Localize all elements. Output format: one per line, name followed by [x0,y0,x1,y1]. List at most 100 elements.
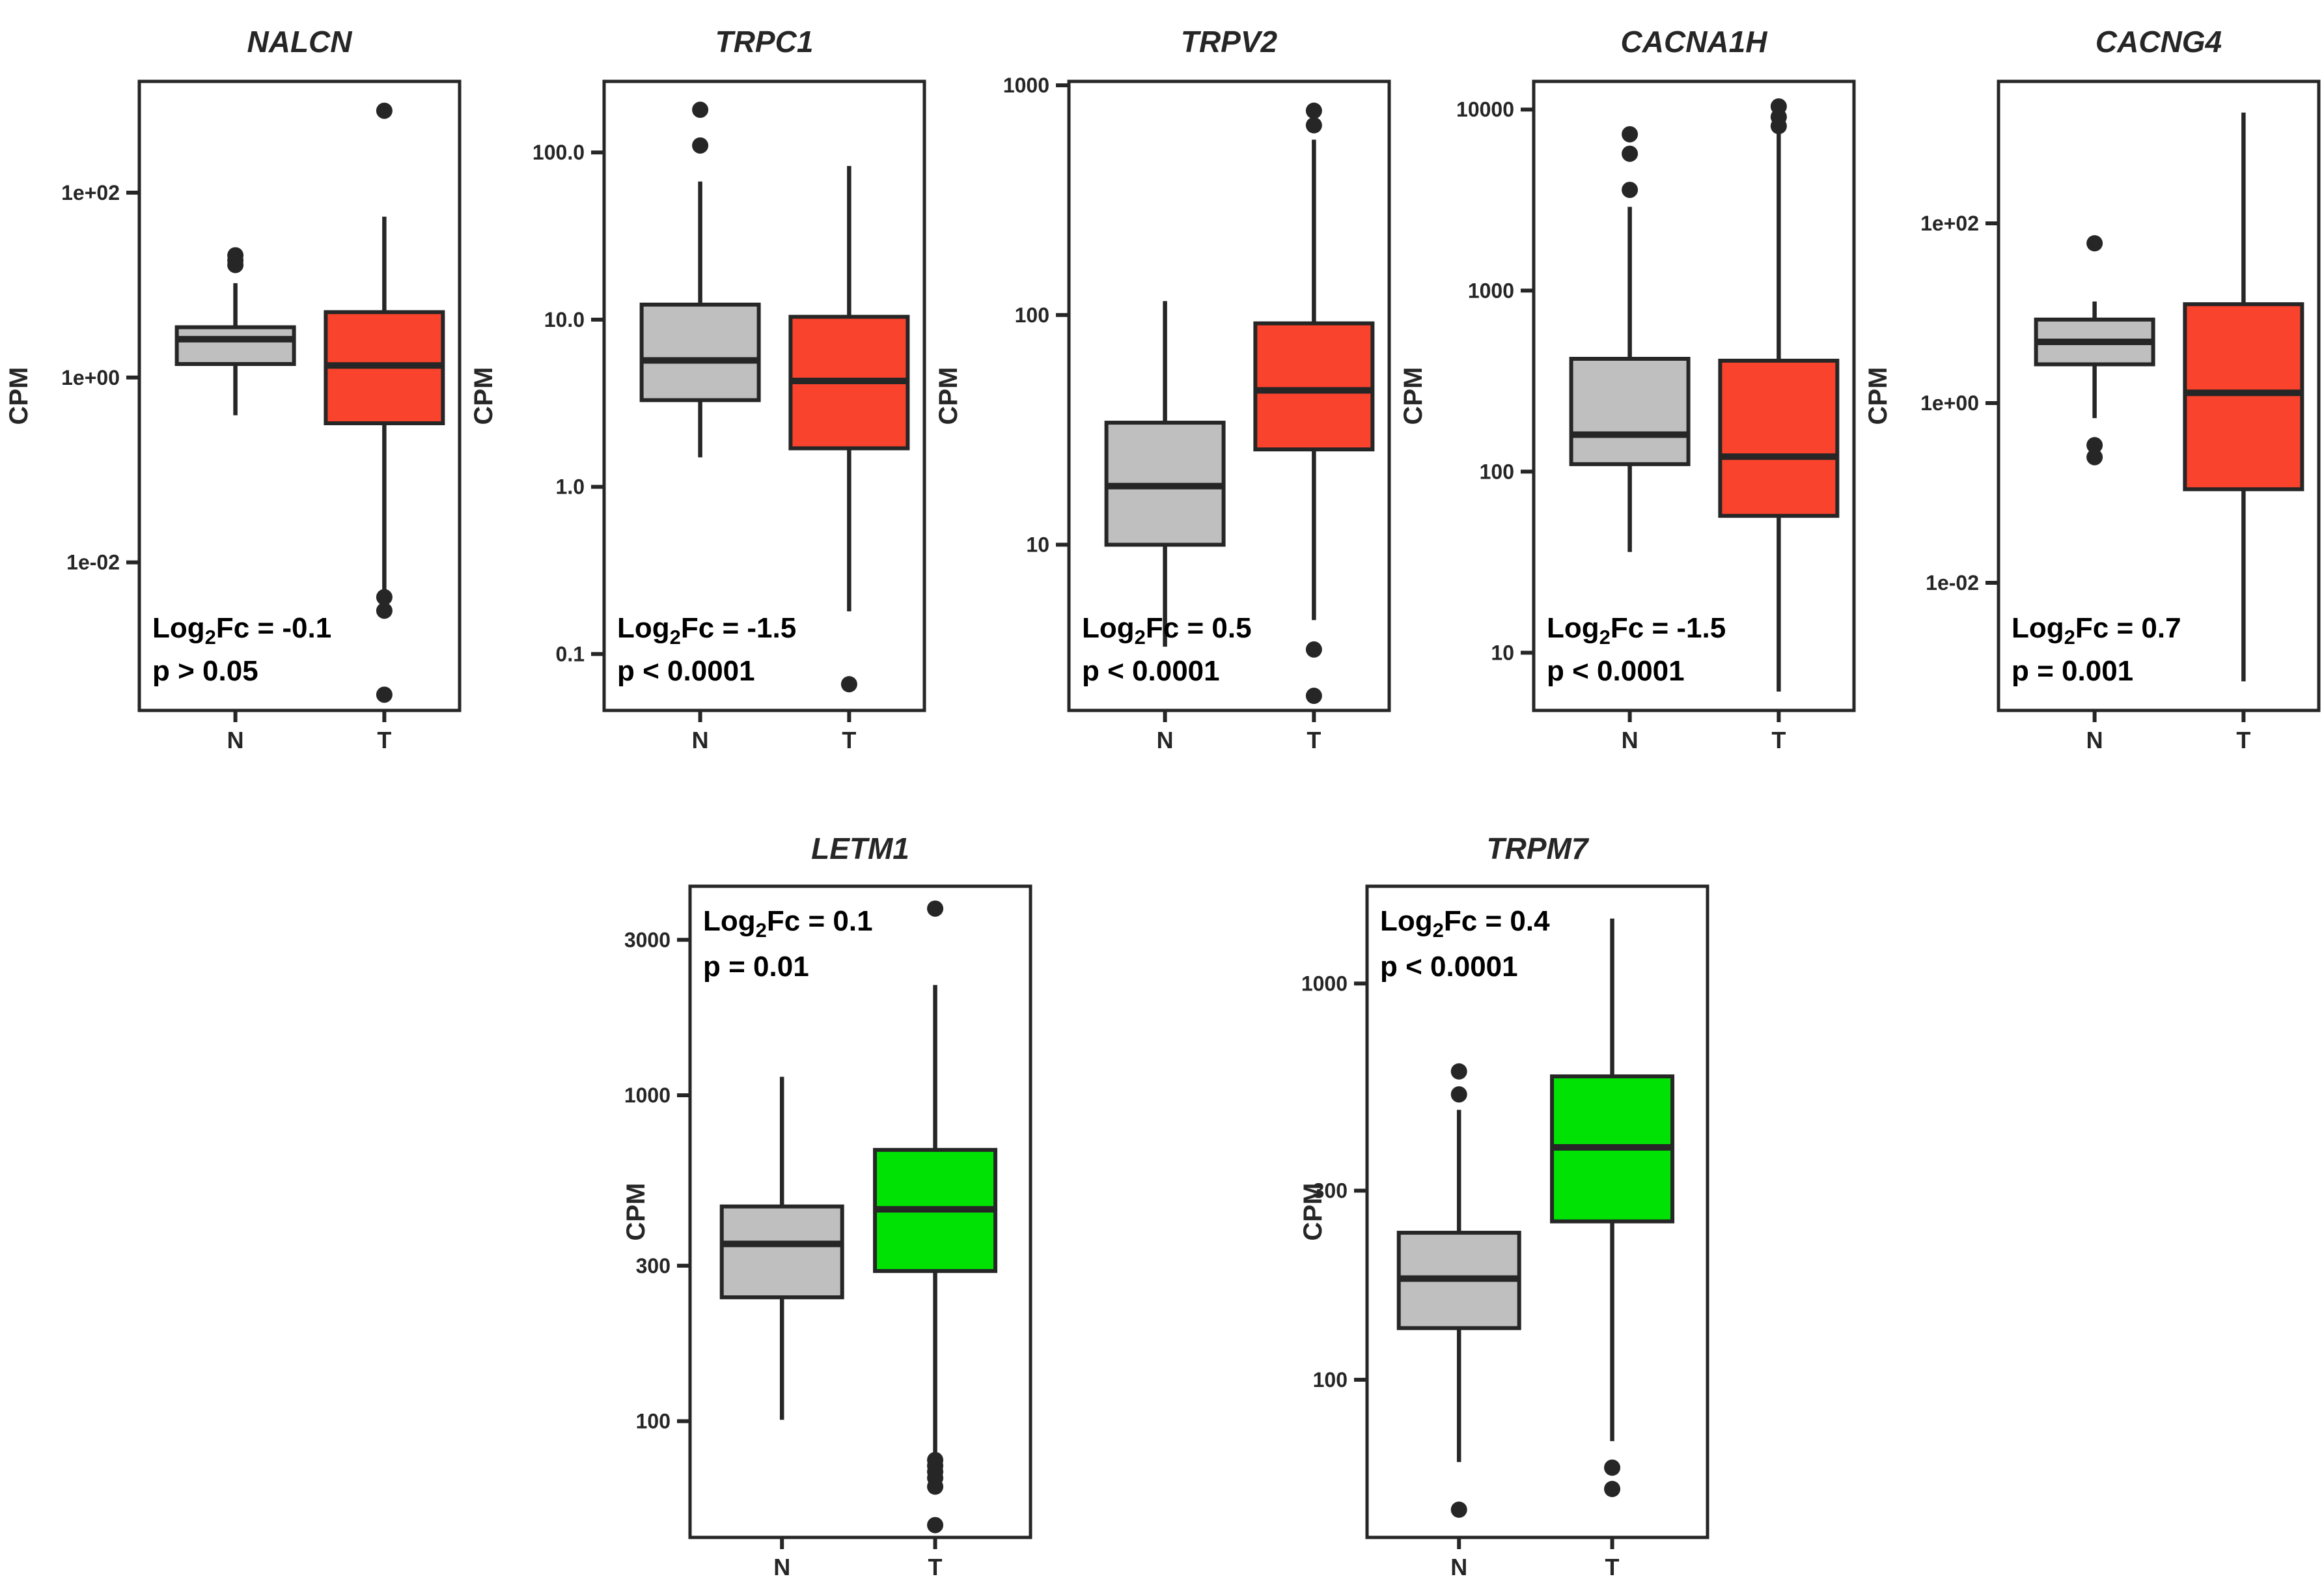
y-tick-label: 100 [1313,1368,1348,1392]
boxplot-T [2183,112,2304,682]
annotation-pvalue: p < 0.0001 [1082,655,1220,687]
boxplot-N [639,102,761,458]
panel-title: CACNG4 [2096,25,2222,59]
y-tick-label: 1.0 [556,475,585,499]
y-axis-label: CPM [5,367,33,425]
x-tick-label: N [773,1554,790,1580]
y-tick-label: 1e-02 [1926,571,1979,595]
panel-title: CACNA1H [1621,25,1768,59]
panel-title: TRPV2 [1181,25,1278,59]
y-tick-label: 1e+00 [61,366,120,389]
outlier-dot [1604,1481,1621,1498]
boxplot-T [788,165,910,693]
y-axis-label: CPM [1864,367,1892,425]
outlier-dot [840,676,857,693]
y-axis-label: CPM [1399,367,1428,425]
outlier-dot [376,602,393,619]
y-tick-label: 1e-02 [66,551,120,574]
outlier-dot [927,900,944,917]
annotation-log2fc: Log2Fc = -1.5 [1547,612,1726,649]
y-tick-label: 1e+02 [1920,212,1979,235]
annotation-log2fc: Log2Fc = -1.5 [617,612,796,649]
y-tick-label: 1000 [1302,972,1348,995]
y-tick-label: 100 [1015,303,1049,327]
outlier-dot [927,1517,944,1534]
y-tick-label: 10 [1491,641,1514,664]
outlier-dot [1622,182,1639,199]
y-tick-label: 3000 [625,928,671,951]
boxplot-N [1396,1063,1521,1518]
iqr-box [1718,358,1840,518]
outlier-dot [376,686,393,703]
x-tick-label: T [1771,727,1786,753]
y-tick-label: 10.0 [544,308,585,331]
y-tick-label: 100 [1480,460,1514,483]
outlier-dot [376,102,393,119]
boxplot-N [174,247,296,415]
outlier-dot [1305,641,1322,658]
panel-title: NALCN [247,25,353,59]
boxplot-T [1550,918,1675,1498]
iqr-box [174,325,296,367]
x-tick-label: N [1622,727,1639,753]
outlier-dot [1622,126,1639,143]
boxplot-N [1104,301,1226,647]
annotation-pvalue: p > 0.05 [152,655,258,687]
annotation-pvalue: p < 0.0001 [617,655,755,687]
outlier-dot [1305,102,1322,119]
outlier-dot [1604,1459,1621,1476]
boxplot-T [1253,102,1375,705]
iqr-box [1253,321,1375,452]
y-axis-label: CPM [469,367,498,425]
y-tick-label: 100.0 [533,141,585,164]
y-tick-label: 300 [1313,1179,1348,1203]
plot-frame [1532,79,1856,712]
x-tick-label: T [1307,727,1321,753]
panel-title: LETM1 [811,832,909,865]
outlier-dot [227,257,244,273]
y-axis-label: CPM [625,1183,650,1241]
iqr-box [1569,357,1691,466]
outlier-dot [927,1478,944,1495]
annotation-pvalue: p < 0.0001 [1380,951,1518,983]
boxplot-T [324,102,445,703]
outlier-dot [2086,449,2103,466]
x-tick-label: T [1605,1554,1620,1580]
outlier-dot [692,102,709,119]
x-tick-label: T [377,727,391,753]
annotation-pvalue: p = 0.001 [2012,655,2133,687]
outlier-dot [1622,145,1639,162]
boxplot-N [719,1076,844,1420]
boxplot-T [873,900,998,1534]
y-tick-label: 10000 [1456,98,1514,121]
boxplot-N [1569,126,1691,552]
y-tick-label: 1000 [625,1084,671,1107]
outlier-dot [2086,437,2103,454]
x-tick-label: T [842,727,856,753]
annotation-log2fc: Log2Fc = 0.5 [1082,612,1252,649]
annotation-log2fc: Log2Fc = 0.7 [2012,612,2181,649]
outlier-dot [1305,688,1322,705]
panel-title: TRPC1 [715,25,814,59]
y-tick-label: 1e+00 [1920,391,1979,415]
plot-frame [1997,79,2321,712]
outlier-dot [1305,117,1322,133]
outlier-dot [1770,118,1787,135]
outlier-dot [1450,1086,1467,1103]
annotation-log2fc: Log2Fc = 0.1 [703,905,873,942]
plot-frame [137,79,462,712]
y-axis-label: CPM [934,367,963,425]
plot-frame [602,79,926,712]
